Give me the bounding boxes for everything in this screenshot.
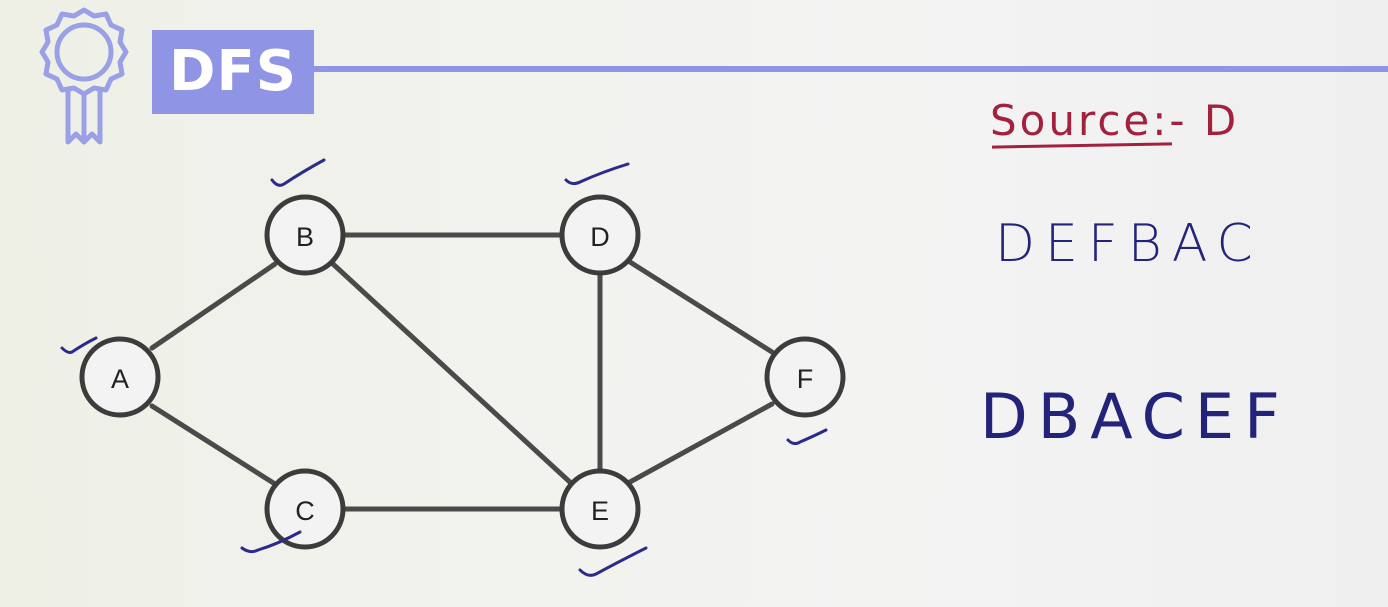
edge-b-e xyxy=(330,261,575,487)
node-label-f: F xyxy=(797,364,814,394)
node-d xyxy=(559,194,641,276)
edge-a-c xyxy=(149,403,278,487)
graph-nodes xyxy=(79,194,846,550)
node-label-a: A xyxy=(111,364,129,394)
node-label-e: E xyxy=(591,496,609,526)
node-label-d: D xyxy=(590,222,610,252)
traversal-order-1: DEFBAC xyxy=(995,214,1263,274)
node-e xyxy=(559,468,641,550)
node-b xyxy=(264,194,346,276)
node-f xyxy=(764,336,846,418)
traversal-order-2: DBACEF xyxy=(980,380,1290,453)
check-mark-f xyxy=(786,428,828,446)
title-box: DFS xyxy=(152,30,314,114)
node-a xyxy=(79,336,161,418)
title-divider xyxy=(312,66,1388,72)
node-label-b: B xyxy=(296,222,314,252)
node-label-c: C xyxy=(295,496,315,526)
source-note: Source:- D xyxy=(990,96,1240,145)
edge-a-b xyxy=(149,261,278,351)
visited-check-marks xyxy=(60,158,828,577)
edge-d-f xyxy=(627,259,775,355)
award-ribbon-icon xyxy=(39,7,129,145)
edge-e-f xyxy=(627,401,775,485)
check-mark-a xyxy=(60,336,98,354)
graph-edges xyxy=(149,232,775,512)
check-mark-e xyxy=(578,546,648,577)
page-title: DFS xyxy=(168,39,298,104)
check-mark-d xyxy=(564,162,630,186)
check-mark-c xyxy=(240,530,302,554)
check-mark-b xyxy=(270,158,326,187)
node-c xyxy=(264,468,346,550)
